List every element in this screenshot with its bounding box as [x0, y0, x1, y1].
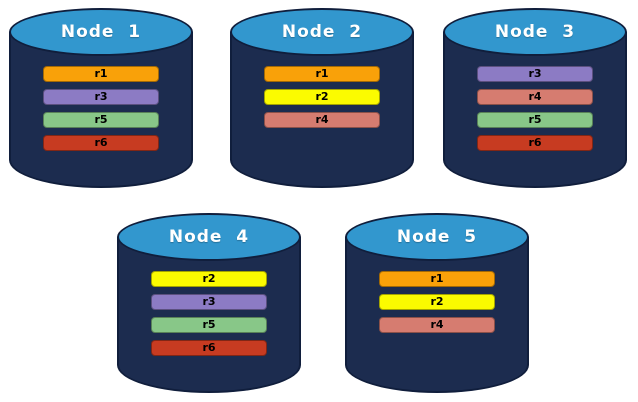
- node-title: Node 4: [168, 227, 250, 247]
- replica-list: r2 r3 r5 r6: [117, 271, 301, 356]
- database-cylinder-body: [230, 32, 414, 188]
- replica-bar: r3: [477, 66, 593, 82]
- replica-bar: r5: [151, 317, 267, 333]
- database-cylinder-body: [117, 237, 301, 393]
- node-title: Node 5: [396, 227, 478, 247]
- replica-bar: r6: [477, 135, 593, 151]
- node-title: Node 3: [494, 22, 576, 42]
- node-title: Node 1: [60, 22, 142, 42]
- node-1-cylinder: Node 1 r1 r3 r5 r6: [9, 8, 193, 188]
- replica-bar: r5: [477, 112, 593, 128]
- replica-bar: r6: [151, 340, 267, 356]
- replica-list: r1 r3 r5 r6: [9, 66, 193, 151]
- node-4-cylinder: Node 4 r2 r3 r5 r6: [117, 213, 301, 393]
- replica-bar: r5: [43, 112, 159, 128]
- replica-bar: r4: [477, 89, 593, 105]
- node-3-cylinder: Node 3 r3 r4 r5 r6: [443, 8, 627, 188]
- database-cylinder-top: Node 1: [9, 8, 193, 56]
- replica-list: r3 r4 r5 r6: [443, 66, 627, 151]
- replica-bar: r4: [379, 317, 495, 333]
- replica-bar: r3: [43, 89, 159, 105]
- node-title: Node 2: [281, 22, 363, 42]
- database-cylinder-top: Node 4: [117, 213, 301, 261]
- database-cylinder-top: Node 2: [230, 8, 414, 56]
- database-cylinder-body: [345, 237, 529, 393]
- replica-bar: r1: [379, 271, 495, 287]
- node-2-cylinder: Node 2 r1 r2 r4: [230, 8, 414, 188]
- replica-bar: r1: [43, 66, 159, 82]
- replica-bar: r2: [379, 294, 495, 310]
- replica-bar: r3: [151, 294, 267, 310]
- replica-list: r1 r2 r4: [230, 66, 414, 128]
- database-cylinder-top: Node 3: [443, 8, 627, 56]
- node-5-cylinder: Node 5 r1 r2 r4: [345, 213, 529, 393]
- replica-bar: r2: [151, 271, 267, 287]
- replica-list: r1 r2 r4: [345, 271, 529, 333]
- replica-bar: r2: [264, 89, 380, 105]
- database-cylinder-body: [9, 32, 193, 188]
- replica-bar: r1: [264, 66, 380, 82]
- database-cylinder-body: [443, 32, 627, 188]
- replica-bar: r6: [43, 135, 159, 151]
- database-cylinder-top: Node 5: [345, 213, 529, 261]
- replica-bar: r4: [264, 112, 380, 128]
